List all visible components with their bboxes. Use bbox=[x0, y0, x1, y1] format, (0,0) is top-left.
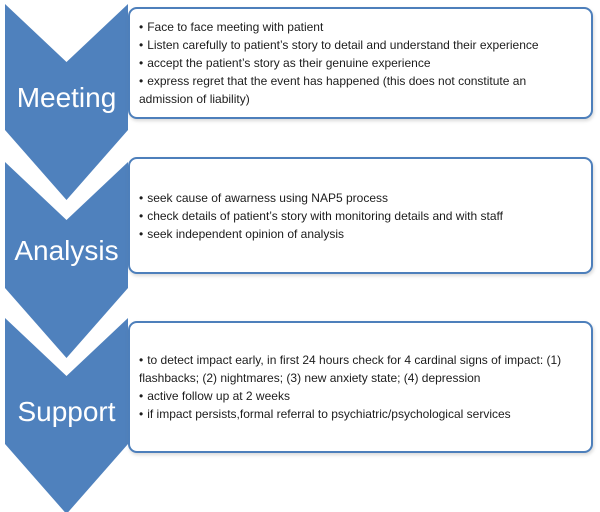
list-item: •express regret that the event has happe… bbox=[139, 72, 579, 108]
bullet-icon: • bbox=[139, 74, 144, 88]
list-item: •seek independent opinion of analysis bbox=[139, 225, 579, 243]
list-item: •Face to face meeting with patient bbox=[139, 18, 579, 36]
list-item: •seek cause of awarness using NAP5 proce… bbox=[139, 189, 579, 207]
chevron-arrow-support bbox=[5, 318, 128, 512]
details-box-support: •to detect impact early, in first 24 hou… bbox=[128, 321, 593, 453]
list-item-text: Face to face meeting with patient bbox=[147, 20, 324, 34]
list-item-text: express regret that the event has happen… bbox=[139, 74, 527, 106]
list-item: •accept the patient’s story as their gen… bbox=[139, 54, 579, 72]
list-item: •check details of patient’s story with m… bbox=[139, 207, 579, 225]
chevron-arrow-analysis bbox=[5, 162, 128, 358]
bullet-icon: • bbox=[139, 56, 144, 70]
bullet-list: •Face to face meeting with patient •List… bbox=[130, 18, 591, 108]
list-item: •active follow up at 2 weeks bbox=[139, 387, 579, 405]
bullet-icon: • bbox=[139, 190, 144, 205]
bullet-icon: • bbox=[139, 20, 144, 34]
bullet-icon: • bbox=[139, 208, 144, 223]
bullet-icon: • bbox=[139, 353, 144, 367]
chevron-shape bbox=[5, 162, 128, 358]
bullet-list: •to detect impact early, in first 24 hou… bbox=[130, 351, 591, 423]
bullet-list: •seek cause of awarness using NAP5 proce… bbox=[130, 189, 591, 243]
details-box-meeting: •Face to face meeting with patient •List… bbox=[128, 7, 593, 119]
list-item-text: seek cause of awarness using NAP5 proces… bbox=[147, 190, 388, 205]
step-label-analysis: Analysis bbox=[14, 235, 119, 266]
bullet-icon: • bbox=[139, 226, 144, 241]
list-item-text: active follow up at 2 weeks bbox=[147, 389, 290, 403]
details-box-analysis: •seek cause of awarness using NAP5 proce… bbox=[128, 157, 593, 274]
list-item-text: accept the patient’s story as their genu… bbox=[147, 56, 431, 70]
list-item-text: seek independent opinion of analysis bbox=[147, 226, 345, 241]
chevron-shape bbox=[5, 4, 128, 200]
bullet-icon: • bbox=[139, 38, 144, 52]
list-item-text: to detect impact early, in first 24 hour… bbox=[139, 353, 562, 385]
step-label-meeting: Meeting bbox=[16, 82, 117, 113]
chevron-shape bbox=[5, 318, 128, 512]
list-item-text: check details of patient’s story with mo… bbox=[147, 208, 503, 223]
bullet-icon: • bbox=[139, 407, 144, 421]
list-item: •Listen carefully to patient’s story to … bbox=[139, 36, 579, 54]
bullet-icon: • bbox=[139, 389, 144, 403]
list-item: •to detect impact early, in first 24 hou… bbox=[139, 351, 579, 387]
chevron-arrow-meeting bbox=[5, 4, 128, 200]
list-item: •if impact persists,formal referral to p… bbox=[139, 405, 579, 423]
list-item-text: Listen carefully to patient’s story to d… bbox=[147, 38, 539, 52]
list-item-text: if impact persists,formal referral to ps… bbox=[147, 407, 511, 421]
step-label-support: Support bbox=[17, 396, 116, 427]
